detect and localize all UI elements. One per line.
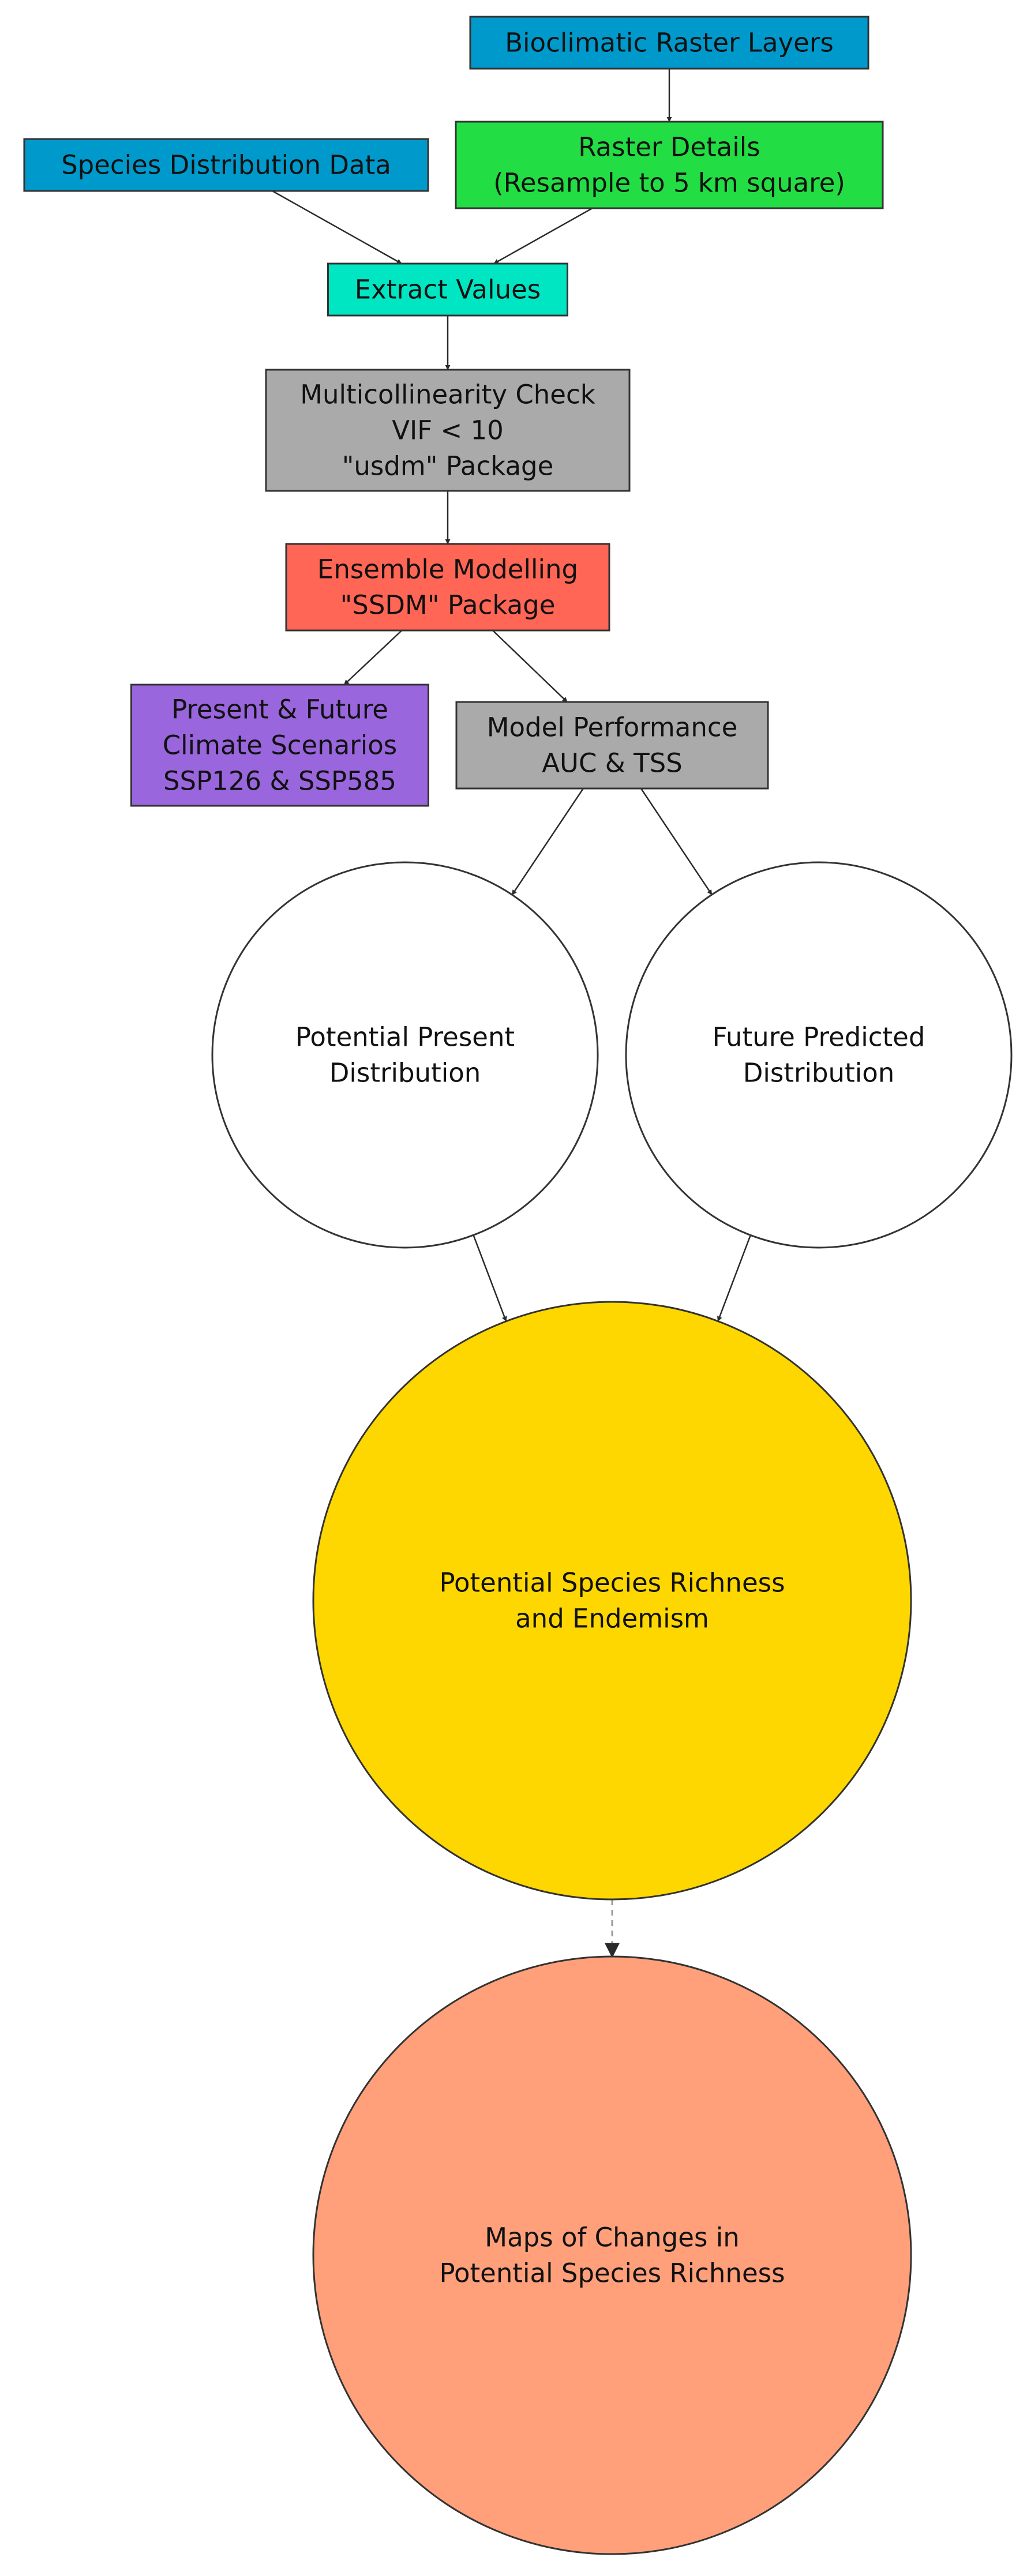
- ensemble-modelling-box-label-line-1: Ensemble Modelling: [317, 554, 578, 585]
- ensemble-modelling-box-label-line-2: "SSDM" Package: [340, 590, 556, 621]
- ensemble-modelling-box: Ensemble Modelling "SSDM" Package: [285, 543, 610, 632]
- edge-raster-to-extract: [493, 207, 593, 265]
- edge-ensemble-to-performance: [492, 630, 568, 703]
- raster-details-box: Raster Details (Resample to 5 km square): [455, 121, 884, 209]
- potential-present-distribution-circle-shape: [211, 861, 599, 1249]
- edges-layer: [272, 69, 751, 1958]
- multicollinearity-check-box-shape: [265, 369, 631, 492]
- multicollinearity-check-box-label-line-3: "usdm" Package: [342, 451, 554, 482]
- bioclimatic-raster-layers-box-shape: [469, 16, 869, 70]
- maps-of-changes-circle-label-line-1: Maps of Changes in: [485, 2222, 739, 2253]
- edge-performance-to-future: [640, 788, 713, 895]
- species-distribution-data-box-label-line-1: Species Distribution Data: [61, 150, 391, 181]
- model-performance-box-label-line-1: Model Performance: [487, 712, 738, 743]
- maps-of-changes-circle-label-line-2: Potential Species Richness: [439, 2258, 785, 2289]
- extract-values-box-shape: [327, 262, 568, 317]
- future-predicted-distribution-circle-shape: [625, 861, 1013, 1249]
- species-richness-endemism-circle-label-line-1: Potential Species Richness: [439, 1568, 785, 1598]
- climate-scenarios-box-label-line-2: Climate Scenarios: [163, 730, 398, 761]
- ensemble-modelling-box-shape: [285, 543, 610, 632]
- species-distribution-data-box: Species Distribution Data: [23, 138, 429, 192]
- potential-present-distribution-circle-label-line-2: Distribution: [329, 1058, 481, 1088]
- future-predicted-distribution-circle-label-line-2: Distribution: [743, 1058, 895, 1088]
- potential-present-distribution-circle-label-line-1: Potential Present: [295, 1022, 515, 1053]
- climate-scenarios-box-label-line-3: SSP126 & SSP585: [163, 766, 396, 797]
- species-richness-endemism-circle-shape: [312, 1301, 912, 1901]
- model-performance-box-shape: [455, 701, 769, 790]
- climate-scenarios-box-label-line-1: Present & Future: [171, 694, 388, 725]
- edge-present-to-richness: [473, 1234, 507, 1322]
- raster-details-box-label-line-1: Raster Details: [578, 132, 760, 163]
- species-richness-endemism-circle-label-line-2: and Endemism: [515, 1604, 709, 1634]
- bioclimatic-raster-layers-box: Bioclimatic Raster Layers: [469, 16, 869, 70]
- species-richness-endemism-circle: Potential Species Richness and Endemism: [312, 1301, 912, 1901]
- extract-values-box-label-line-1: Extract Values: [355, 275, 541, 305]
- climate-scenarios-box-shape: [130, 684, 429, 807]
- extract-values-box: Extract Values: [327, 262, 568, 317]
- raster-details-box-shape: [455, 121, 884, 209]
- maps-of-changes-circle: Maps of Changes in Potential Species Rich…: [312, 1955, 912, 2555]
- future-predicted-distribution-circle-label-line-1: Future Predicted: [713, 1022, 925, 1053]
- edge-performance-to-present: [511, 788, 584, 896]
- edge-future-to-richness: [717, 1234, 751, 1322]
- multicollinearity-check-box-label-line-2: VIF < 10: [392, 415, 504, 446]
- edge-ensemble-to-climate: [343, 630, 403, 685]
- raster-details-box-label-line-2: (Resample to 5 km square): [493, 168, 845, 198]
- bioclimatic-raster-layers-box-label-line-1: Bioclimatic Raster Layers: [505, 28, 834, 58]
- species-distribution-data-box-shape: [23, 138, 429, 192]
- maps-of-changes-circle-shape: [312, 1955, 912, 2555]
- edge-species-to-extract: [272, 190, 402, 265]
- model-performance-box-label-line-2: AUC & TSS: [542, 748, 682, 779]
- multicollinearity-check-box-label-line-1: Multicollinearity Check: [300, 380, 595, 410]
